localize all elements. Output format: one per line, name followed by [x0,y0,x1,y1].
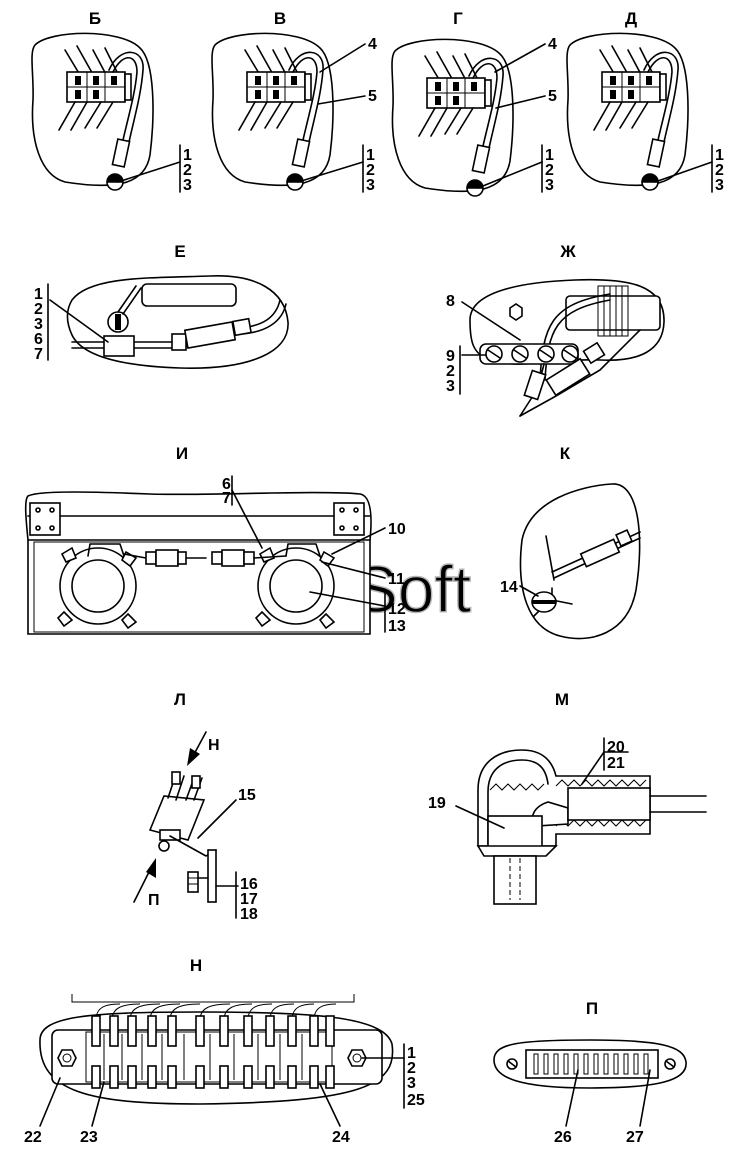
view-l-title: Л [174,690,186,709]
view-i: И 6 7 10 11 12 13 [24,444,406,635]
view-l-callout-15: 15 [238,787,256,804]
view-e-callout-7: 7 [34,346,43,363]
view-v-callout-1: 1 [366,147,375,164]
view-e-callout-2: 2 [34,301,43,318]
view-n: Н 1 2 [24,956,425,1146]
view-zh-callout-8: 8 [446,293,455,310]
view-b: Б 1 2 3 [31,9,192,194]
view-zh-callout-2: 2 [446,363,455,380]
view-zh-callout-3: 3 [446,378,455,395]
view-i-callout-13: 13 [388,618,406,635]
view-v-callout-4: 4 [368,36,377,53]
view-e-callout-1: 1 [34,286,43,303]
view-n-callout-25: 25 [407,1092,425,1109]
view-zh-title: Ж [559,242,576,261]
view-n-callout-1: 1 [407,1045,416,1062]
view-l-arrow-p-label: П [148,892,160,909]
view-k-callout-14: 14 [500,579,518,596]
view-i-callout-10: 10 [388,521,406,538]
view-i-callout-6: 6 [222,476,231,493]
view-i-callout-7: 7 [222,490,231,507]
view-g-callout-2: 2 [545,162,554,179]
view-v-callout-3: 3 [366,177,375,194]
view-n-callout-2: 2 [407,1060,416,1077]
view-n-callout-22: 22 [24,1129,42,1146]
view-e-callout-3: 3 [34,316,43,333]
view-p-socket-slots [533,1053,649,1075]
view-n-callout-3: 3 [407,1075,416,1092]
view-v-connector-drawing [211,32,334,191]
view-g-callout-3: 3 [545,177,554,194]
view-p: П 26 27 [493,999,687,1146]
view-l-callout-18: 18 [240,906,258,923]
view-g-connector-drawing [391,38,514,197]
view-b-title: Б [89,9,101,28]
view-g-title: Г [453,9,463,28]
view-d: Д 1 2 3 [566,9,724,194]
view-p-title: П [586,999,598,1018]
view-m-callout-19: 19 [428,795,446,812]
view-d-callout-2: 2 [715,162,724,179]
view-m-callout-21: 21 [607,755,625,772]
view-g-callout-1: 1 [545,147,554,164]
view-k-title: К [560,444,571,463]
view-n-terminal-row [91,1003,337,1089]
view-i-callout-11: 11 [388,571,405,588]
view-l: Л Н П 15 16 17 18 [133,690,258,923]
view-g: Г 4 5 1 2 3 [391,9,557,197]
view-m-title: М [555,690,569,709]
view-d-callout-3: 3 [715,177,724,194]
view-n-callout-24: 24 [332,1129,350,1146]
view-zh: Ж 8 9 2 3 [446,242,665,417]
view-e-title: Е [174,242,185,261]
view-zh-callout-9: 9 [446,348,455,365]
view-n-callout-23: 23 [80,1129,98,1146]
view-l-arrow-n-label: Н [208,737,220,754]
view-v-title: В [274,9,286,28]
view-e: Е 1 2 3 6 7 [34,242,289,369]
view-b-connector-drawing [31,32,154,191]
view-g-callout-4: 4 [548,36,557,53]
view-b-callout-2: 2 [183,162,192,179]
view-k: К 14 [500,444,641,640]
view-m-callout-20: 20 [607,739,625,756]
view-d-title: Д [625,9,637,28]
view-v: В 4 5 1 2 3 [211,9,377,194]
view-d-connector-drawing [566,32,689,191]
view-i-callout-12: 12 [388,601,406,618]
view-p-callout-26: 26 [554,1129,572,1146]
view-i-title: И [176,444,188,463]
view-b-callout-3: 3 [183,177,192,194]
view-e-callout-6: 6 [34,331,43,348]
view-m: М 20 21 19 [428,690,707,905]
view-l-callout-17: 17 [240,891,258,908]
view-v-callout-5: 5 [368,88,377,105]
view-n-title: Н [190,956,202,975]
view-b-callout-1: 1 [183,147,192,164]
view-p-callout-27: 27 [626,1129,644,1146]
view-v-callout-2: 2 [366,162,375,179]
view-d-callout-1: 1 [715,147,724,164]
view-g-callout-5: 5 [548,88,557,105]
view-l-callout-16: 16 [240,876,258,893]
